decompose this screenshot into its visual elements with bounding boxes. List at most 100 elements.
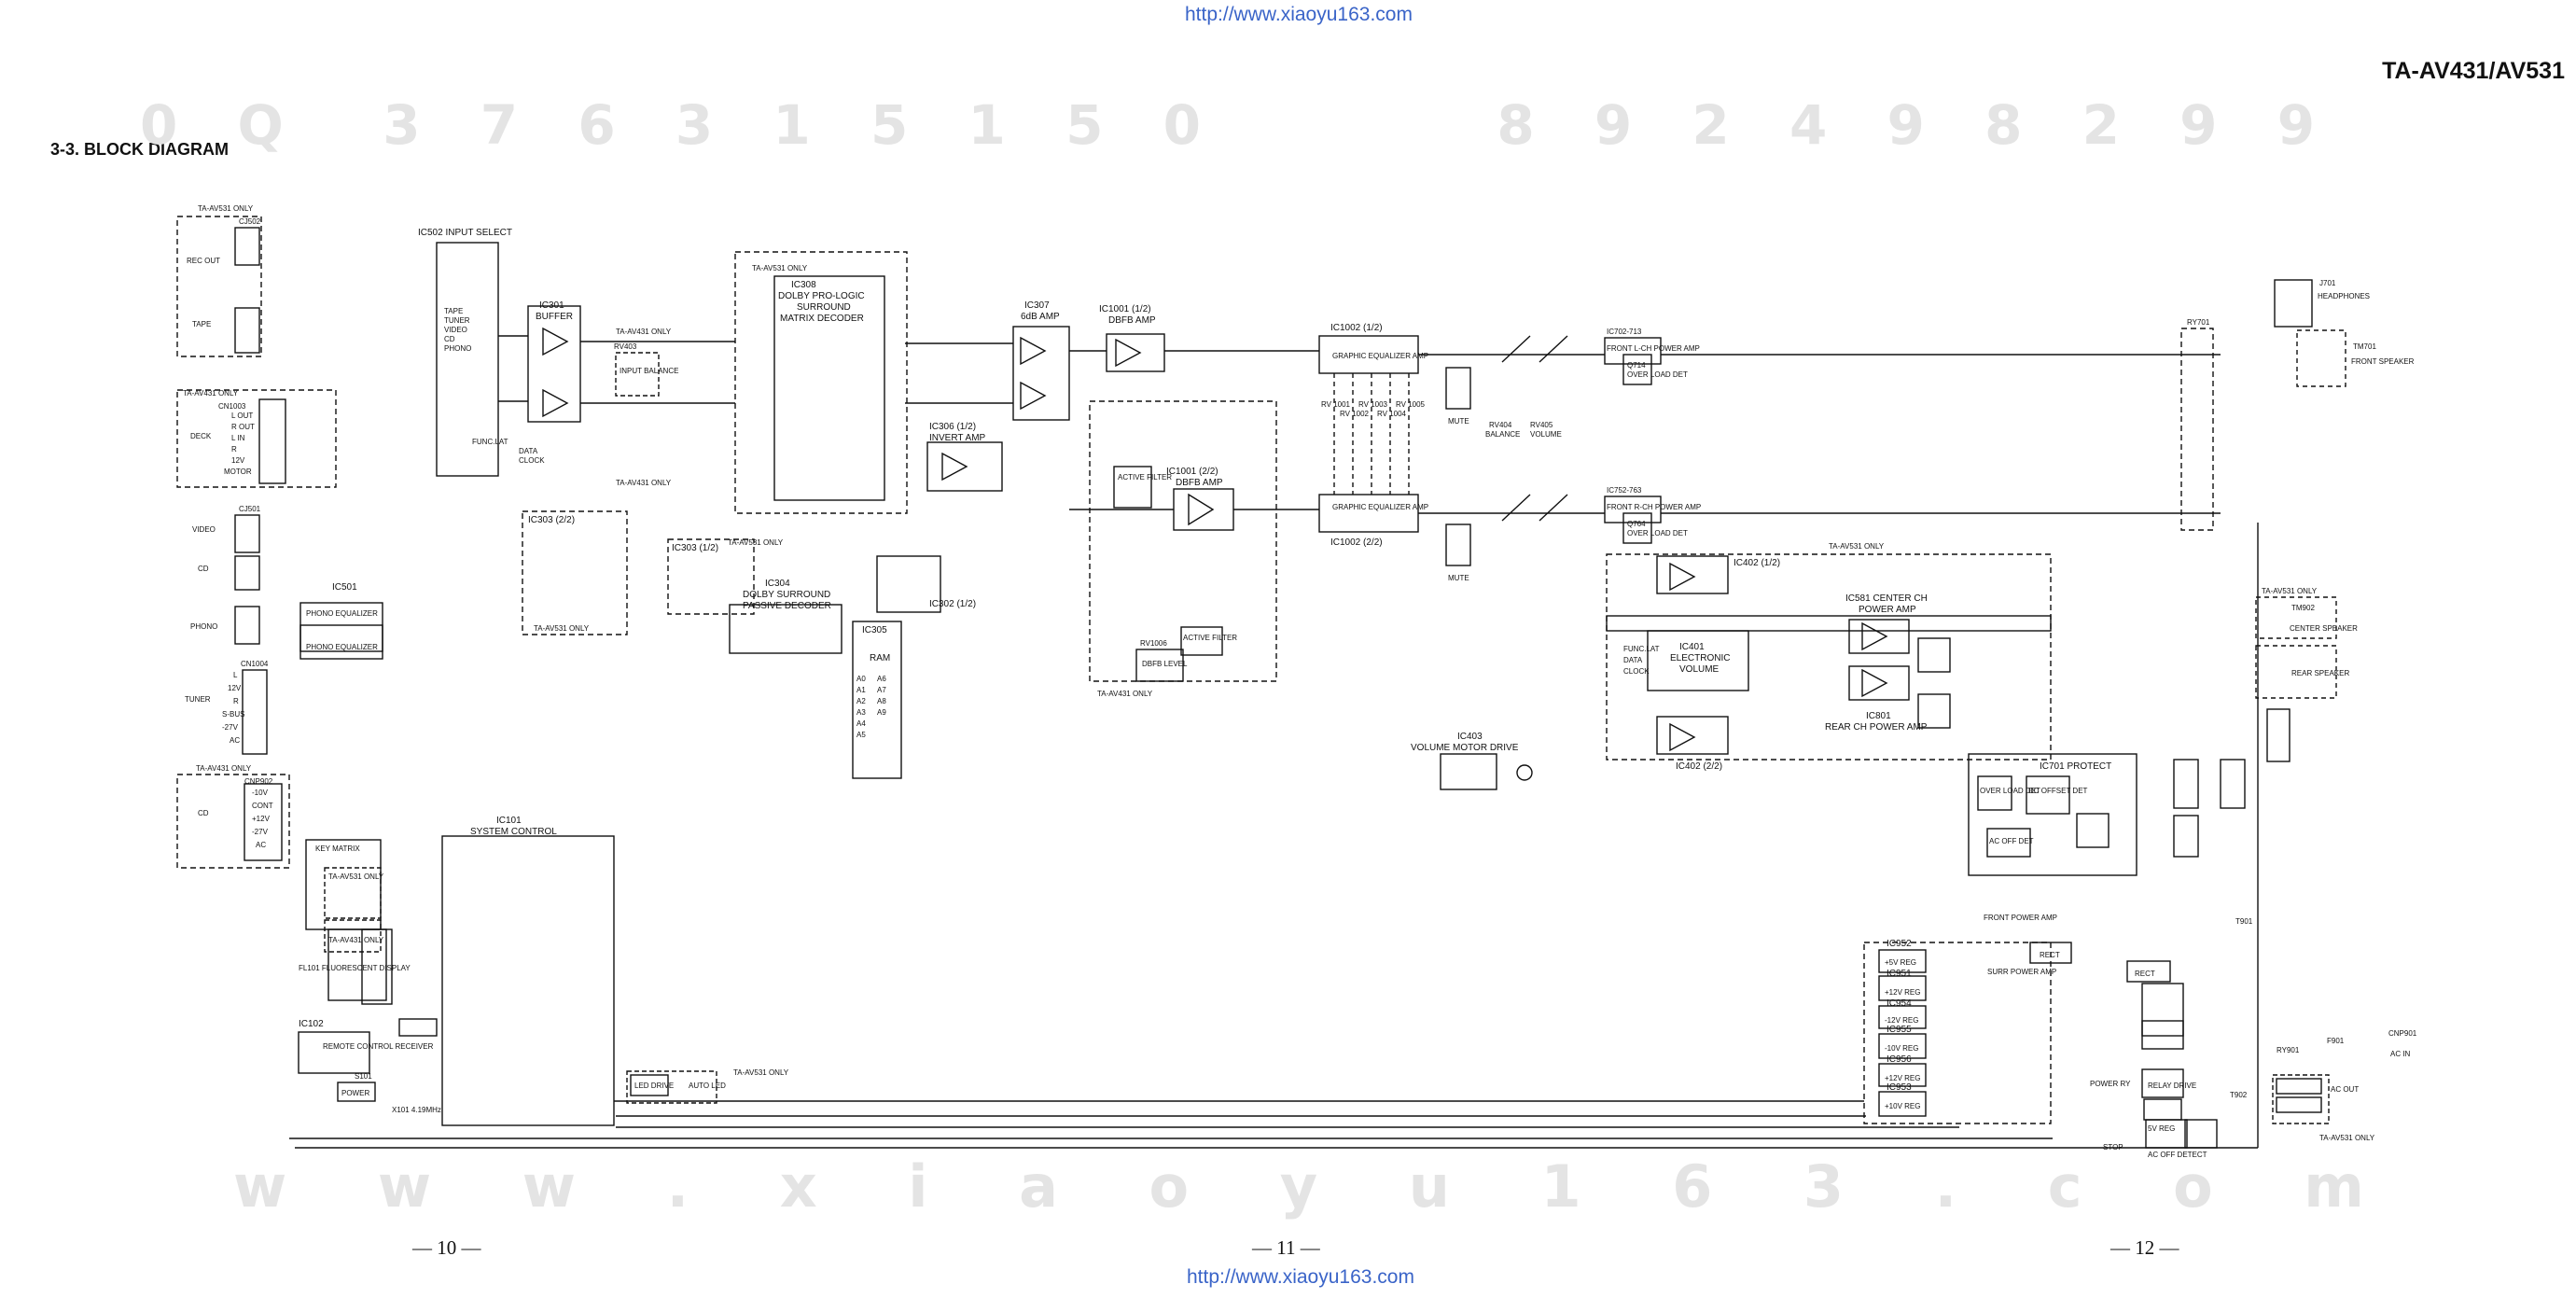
label-tuner: TUNER xyxy=(185,695,211,704)
label-reg-10v: +10V REG xyxy=(1885,1102,1920,1110)
label-ic301: IC301 xyxy=(539,300,564,311)
label-av431-only-2: TA-AV431 ONLY xyxy=(616,479,672,487)
source-url-top[interactable]: http://www.xiaoyu163.com xyxy=(1185,4,1413,25)
label-dbfb-amp-2: DBFB AMP xyxy=(1176,478,1223,488)
label-ic101: IC101 xyxy=(496,816,522,826)
label-ic304-line2: PASSIVE DECODER xyxy=(743,601,831,611)
label-deck-pin-3: L IN xyxy=(231,434,245,442)
label-input-balance: INPUT BALANCE xyxy=(620,367,678,375)
ram-pin-a1: A1 xyxy=(856,686,866,694)
label-tuner-pin-6: AC xyxy=(230,736,240,745)
label-in-tuner: TUNER xyxy=(444,316,470,325)
label-ic502-clock: CLOCK xyxy=(519,456,545,465)
label-ac-off-detect: AC OFF DETECT xyxy=(2148,1151,2207,1159)
label-in-tape: TAPE xyxy=(444,307,463,315)
label-clock-2: CLOCK xyxy=(1623,667,1650,676)
label-ac-out: AC OUT xyxy=(2331,1085,2359,1094)
label-tuner-pin-1: L xyxy=(233,671,238,679)
label-graphic-eq-1: GRAPHIC EQUALIZER AMP xyxy=(1332,352,1428,360)
label-ic403: IC403 xyxy=(1457,732,1483,742)
ram-pin-a6: A6 xyxy=(877,675,886,683)
label-ic303-b: IC303 (1/2) xyxy=(672,543,718,553)
label-reg-12b: +12V REG xyxy=(1885,1074,1920,1082)
label-av531-only-3: TA-AV531 ONLY xyxy=(728,538,784,547)
label-tm701: TM701 xyxy=(2353,342,2376,351)
label-active-filter-2: ACTIVE FILTER xyxy=(1183,634,1237,642)
label-ic303-a: IC303 (2/2) xyxy=(528,515,575,525)
ram-pin-a5: A5 xyxy=(856,731,866,739)
label-cj501: CJ501 xyxy=(239,505,261,513)
label-power-ry: POWER RY xyxy=(2090,1080,2131,1088)
label-tape: TAPE xyxy=(192,320,211,328)
label-ic701: IC701 PROTECT xyxy=(2040,761,2111,772)
label-ic955: IC955 xyxy=(1887,1025,1912,1035)
label-av531-only-5: TA-AV531 ONLY xyxy=(1829,542,1885,551)
label-ic304: IC304 xyxy=(765,579,790,589)
label-reg-12v: +12V REG xyxy=(1885,988,1920,997)
label-balance: BALANCE xyxy=(1485,430,1520,439)
page-number-left: — 10 — xyxy=(412,1236,481,1259)
label-headphones: HEADPHONES xyxy=(2318,292,2370,300)
label-av431-cd: TA-AV431 ONLY xyxy=(196,764,252,773)
label-av531-only-4: TA-AV531 ONLY xyxy=(2262,587,2318,595)
label-video: VIDEO xyxy=(192,525,216,534)
label-cnp902: CNP902 xyxy=(244,777,273,786)
label-phono-eq-2: PHONO EQUALIZER xyxy=(306,643,378,651)
label-av531-jacks: TA-AV531 ONLY xyxy=(198,204,254,213)
label-active-filter-1: ACTIVE FILTER xyxy=(1118,473,1172,482)
ram-pin-a0: A0 xyxy=(856,675,866,683)
label-ic306: IC306 (1/2) xyxy=(929,422,976,432)
label-rv-band-4: RV 1004 xyxy=(1377,410,1407,418)
label-cd-connector: CD xyxy=(198,809,209,817)
page-number-right: — 12 — xyxy=(2110,1236,2179,1259)
label-cd-pin-4: -27V xyxy=(252,828,269,836)
label-tuner-pin-4: S-BUS xyxy=(222,710,244,719)
ram-pin-a7: A7 xyxy=(877,686,886,694)
label-ic401-line1: ELECTRONIC xyxy=(1670,653,1730,663)
label-av531-only-2: TA-AV531 ONLY xyxy=(534,624,590,633)
label-ic581: IC581 CENTER CH xyxy=(1845,593,1928,604)
label-tuner-pin-3: R xyxy=(233,697,239,705)
label-front-rch: FRONT R-CH POWER AMP xyxy=(1607,503,1701,511)
label-rear-ch: REAR CH POWER AMP xyxy=(1825,722,1928,733)
label-front-pwr: FRONT POWER AMP xyxy=(1984,914,2057,922)
label-cnp901: CNP901 xyxy=(2388,1029,2417,1038)
label-ic702: IC702-713 xyxy=(1607,328,1642,336)
label-deck: DECK xyxy=(190,432,212,440)
label-func-lat: FUNC.LAT xyxy=(472,438,508,446)
label-av431-deck: TA-AV431 ONLY xyxy=(183,389,239,398)
label-av431-only-1: TA-AV431 ONLY xyxy=(616,328,672,336)
label-dbfb-level: DBFB LEVEL xyxy=(1142,660,1188,668)
label-deck-pin-4: R xyxy=(231,445,237,454)
label-tm902: TM902 xyxy=(2291,604,2315,612)
label-in-cd: CD xyxy=(444,335,455,343)
label-key-av531: TA-AV531 ONLY xyxy=(328,872,384,881)
label-data-2: DATA xyxy=(1623,656,1643,664)
label-func-lat-2: FUNC.LAT xyxy=(1623,645,1660,653)
label-cd-pin-3: +12V xyxy=(252,815,271,823)
label-key-matrix: KEY MATRIX xyxy=(315,844,360,853)
label-buffer: BUFFER xyxy=(536,312,573,322)
ram-pin-a8: A8 xyxy=(877,697,886,705)
label-deck-pin-6: MOTOR xyxy=(224,468,252,476)
label-power-key: POWER xyxy=(341,1089,369,1097)
ram-pin-a2: A2 xyxy=(856,697,866,705)
label-ic952: IC952 xyxy=(1887,939,1912,949)
watermark-bottom: w w w . x i a o y u 1 6 3 . c o m xyxy=(233,1152,2400,1221)
ram-pin-a9: A9 xyxy=(877,708,886,717)
label-ic402b: IC402 (2/2) xyxy=(1676,761,1722,772)
label-phono: PHONO xyxy=(190,622,217,631)
label-phono-eq-1: PHONO EQUALIZER xyxy=(306,609,378,618)
label-ic305: IC305 xyxy=(862,625,887,635)
label-ic304-line1: DOLBY SURROUND xyxy=(743,590,830,600)
ram-pin-a3: A3 xyxy=(856,708,866,717)
source-url-bottom[interactable]: http://www.xiaoyu163.com xyxy=(1187,1266,1414,1288)
label-ic956: IC956 xyxy=(1887,1054,1912,1065)
label-volume: VOLUME xyxy=(1530,430,1562,439)
label-rv-band-5: RV 1005 xyxy=(1396,400,1426,409)
label-rec-out: REC OUT xyxy=(187,257,220,265)
label-reg5: 5V REG xyxy=(2148,1124,2175,1133)
label-q764: Q764 xyxy=(1627,520,1646,528)
label-reg-m10v: -10V REG xyxy=(1885,1044,1918,1053)
